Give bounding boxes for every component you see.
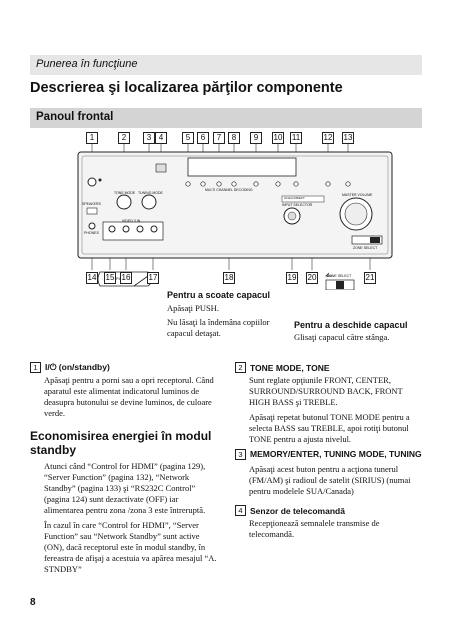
item-1-title: 1 I/⏻ (on/standby) [30, 362, 220, 373]
page-title: Descrierea şi localizarea părţilor compo… [30, 80, 343, 96]
subsection-title: Panoul frontal [36, 111, 114, 123]
receiver-drawing [77, 144, 393, 290]
item-4-number: 4 [235, 505, 246, 516]
caption-open-cover: Pentru a deschide capacul Glisaţi capacu… [294, 320, 422, 343]
callout-20: 20 [306, 272, 318, 284]
callout-12: 12 [322, 132, 334, 144]
item-4-text: Recepţionează semnalele transmise de tel… [249, 518, 380, 539]
caption-remove-cover-line-1: Apăsaţi PUSH. [167, 303, 219, 313]
callout-2: 2 [118, 132, 130, 144]
callout-11: 11 [290, 132, 302, 144]
callout-13: 13 [342, 132, 354, 144]
label-input-selector: INPUT SELECTOR [282, 203, 313, 207]
label-zone-select-detail: ZONE SELECT [327, 274, 352, 278]
item-1-number: 1 [30, 362, 41, 373]
caption-remove-cover-line-2: Nu lăsaţi la îndemâna copiilor capacul d… [167, 317, 270, 338]
callout-17: 17 [147, 272, 159, 284]
caption-open-cover-title: Pentru a deschide capacul [294, 320, 408, 330]
item-3-title: 3 MEMORY/ENTER, TUNING MODE, TUNING [235, 449, 425, 460]
label-2ch: 2CH/A.DIRECT [284, 196, 305, 200]
item-3-number: 3 [235, 449, 246, 460]
callout-19: 19 [286, 272, 298, 284]
standby-heading: Economisirea energiei în modul standby [30, 429, 212, 457]
callout-21: 21 [364, 272, 376, 284]
item-2-paragraph-2: Apăsaţi repetat butonul TONE MODE pentru… [249, 412, 410, 444]
front-panel-diagram: 1 2 3 4 5 6 7 8 9 10 11 12 13 [30, 130, 422, 290]
callout-5: 5 [182, 132, 194, 144]
right-column: 2 TONE MODE, TONE Sunt reglate opţiunile… [235, 362, 425, 540]
item-1-text: Apăsaţi pentru a porni sau a opri recept… [44, 375, 214, 418]
label-multi-channel: MULTI CHANNEL DECODING [205, 188, 253, 192]
callout-3: 3 [143, 132, 155, 144]
callout-9: 9 [250, 132, 262, 144]
standby-paragraph-2: În cazul în care “Control for HDMI”, “Se… [44, 520, 217, 574]
label-phones: PHONES [84, 231, 99, 235]
callout-8: 8 [228, 132, 240, 144]
callout-6: 6 [197, 132, 209, 144]
item-4-title: 4 Senzor de telecomandă [235, 505, 425, 516]
label-tone-mode: TONE MODE [114, 191, 136, 195]
item-2-number: 2 [235, 362, 246, 373]
item-1-title-text: I/⏻ (on/standby) [45, 362, 110, 372]
callout-4: 4 [155, 132, 167, 144]
caption-open-cover-line-1: Glisaţi capacul către stânga. [294, 332, 390, 342]
standby-text: Atunci când “Control for HDMI” (pagina 1… [44, 461, 220, 575]
callout-16: 16 [120, 272, 132, 284]
callout-7: 7 [213, 132, 225, 144]
item-2-title: 2 TONE MODE, TONE [235, 362, 425, 373]
callout-1: 1 [86, 132, 98, 144]
item-3-text: Apăsaţi acest buton pentru a acţiona tun… [249, 464, 411, 496]
label-speakers: SPEAKERS [82, 202, 101, 206]
callout-18: 18 [223, 272, 235, 284]
callout-14: 14 [86, 272, 98, 284]
caption-remove-cover: Pentru a scoate capacul Apăsaţi PUSH. Nu… [167, 290, 292, 339]
caption-remove-cover-title: Pentru a scoate capacul [167, 290, 271, 300]
item-2-paragraph-1: Sunt reglate opţiunile FRONT, CENTER, SU… [249, 375, 403, 407]
label-zone-select: ZONE SELECT [353, 246, 378, 250]
subsection-bar: Panoul frontal [30, 108, 422, 128]
item-4-title-text: Senzor de telecomandă [250, 505, 345, 516]
item-3-title-text: MEMORY/ENTER, TUNING MODE, TUNING [250, 449, 422, 459]
callout-10: 10 [272, 132, 284, 144]
callout-15: 15 [104, 272, 116, 284]
standby-paragraph-1: Atunci când “Control for HDMI” (pagina 1… [44, 461, 206, 515]
label-master-volume: MASTER VOLUME [342, 193, 373, 197]
label-tuning-mode: TUNING MODE [138, 191, 163, 195]
section-header-bar: Punerea în funcţiune [30, 55, 422, 75]
left-column: 1 I/⏻ (on/standby) Apăsaţi pentru a porn… [30, 362, 220, 579]
section-header-text: Punerea în funcţiune [36, 58, 138, 70]
page-number: 8 [30, 597, 36, 608]
item-2-title-text: TONE MODE, TONE [250, 362, 330, 373]
label-video-in: VIDEO 3 IN [122, 219, 141, 223]
item-2-text: Sunt reglate opţiunile FRONT, CENTER, SU… [249, 375, 425, 445]
